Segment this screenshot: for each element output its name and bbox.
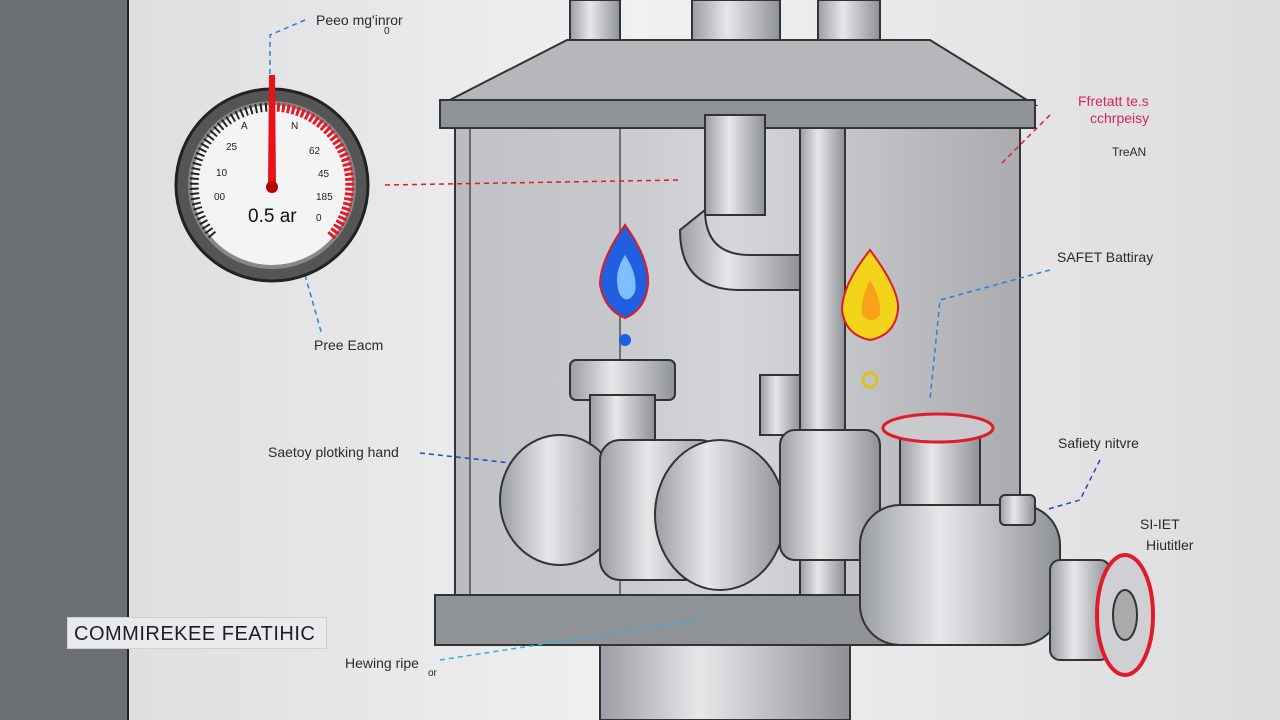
gauge-tick: 00	[214, 192, 226, 203]
gauge-tick: 25	[226, 142, 238, 153]
label-safety-locking: Saetoy plotking hand	[268, 444, 399, 460]
gauge-tick: 0	[316, 213, 322, 224]
label-heating-pipes: Hewing ripe	[345, 655, 419, 671]
label-flue-sub: cchrpeisy	[1090, 110, 1150, 126]
label-heating-pipes-sub: or	[428, 668, 437, 679]
gauge-reading: 0.5 ar	[248, 206, 297, 227]
gauge-tick: 62	[309, 146, 321, 157]
burner-pump-assembly	[499, 359, 881, 591]
blue-flame-icon	[598, 223, 650, 346]
left-wall	[0, 0, 127, 720]
yellow-flame-icon	[840, 248, 900, 389]
gauge-tick: 45	[318, 169, 330, 180]
label-pressure-mirror-sub: 0	[384, 26, 390, 37]
expansion-tank	[859, 412, 1155, 677]
label-safety-holder-2: Hiutitler	[1146, 537, 1194, 553]
label-tag: TreAN	[1112, 145, 1147, 159]
gauge-tick: A	[241, 121, 248, 132]
gauge-tick: 185	[316, 192, 333, 203]
gauge-tick: 10	[216, 168, 228, 179]
label-safety-holder: SI-IET	[1140, 516, 1180, 532]
label-safety-battery: SAFET Battiray	[1057, 249, 1154, 265]
label-pressure-gauge: Pree Eacm	[314, 337, 384, 353]
title-banner: COMMIREKEE FEATIHIC	[67, 617, 327, 649]
label-safety-valve: Safiety nitvre	[1058, 435, 1139, 451]
gauge-tick: N	[291, 121, 299, 132]
pressure-gauge	[174, 75, 370, 283]
label-flue: Ffretatt te.s	[1078, 93, 1149, 109]
label-pressure-mirror: Peeo mg'inror	[316, 12, 403, 28]
